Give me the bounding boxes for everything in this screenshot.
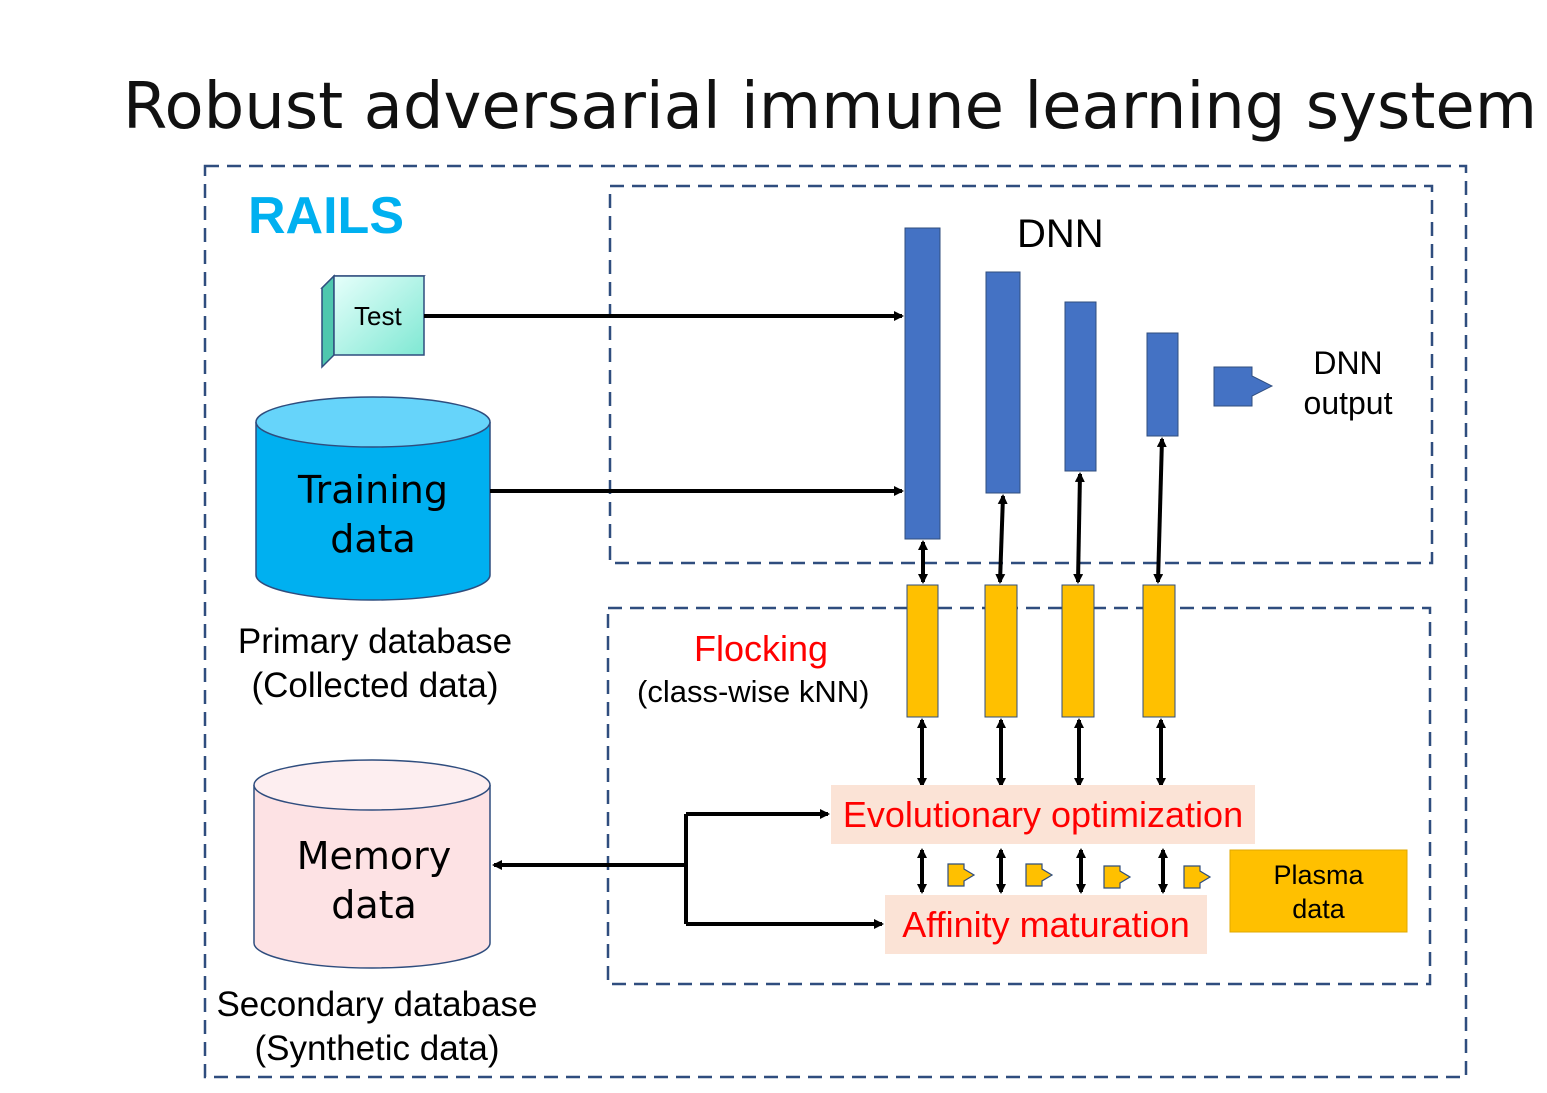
plasma-mini-arrow-3 xyxy=(1103,865,1132,889)
test-box xyxy=(320,274,426,369)
flocking-layer-1 xyxy=(906,584,939,718)
training-db-cylinder xyxy=(255,396,491,601)
dnn-layer-1 xyxy=(904,227,941,540)
dnn-layer-3 xyxy=(1064,301,1097,472)
affinity-label: Affinity maturation xyxy=(902,904,1190,945)
memory-db-line1: Memory xyxy=(296,834,452,878)
test-label: Test xyxy=(354,301,402,331)
plasma-mini-arrow-4 xyxy=(1183,865,1212,889)
memory-db-line2: data xyxy=(331,883,417,927)
plasma-mini-arrow-1 xyxy=(947,863,976,887)
arrow-dnn4-flock4 xyxy=(1153,437,1167,584)
evolutionary-label: Evolutionary optimization xyxy=(842,794,1244,835)
primary-db-line1: Primary database xyxy=(237,622,513,661)
training-db-line2: data xyxy=(330,517,416,561)
arrow-dnn3-flock3 xyxy=(1073,472,1085,584)
secondary-db-line2: (Synthetic data) xyxy=(254,1029,500,1068)
evolutionary-box: Evolutionary optimization xyxy=(831,785,1255,844)
memory-db-cylinder xyxy=(253,759,491,969)
secondary-db-line1: Secondary database xyxy=(216,985,538,1024)
rails-frame xyxy=(203,164,1468,1079)
arrow-dnn2-flock2 xyxy=(995,494,1008,584)
plasma-line2: data xyxy=(1292,894,1345,924)
affinity-box: Affinity maturation xyxy=(885,895,1207,954)
flocking-layer-3 xyxy=(1061,584,1095,718)
primary-db-line2: (Collected data) xyxy=(251,666,499,705)
flocking-layer-2 xyxy=(984,584,1018,718)
flocking-sublabel: (class-wise kNN) xyxy=(637,674,870,709)
rails-label: RAILS xyxy=(248,187,404,245)
dnn-layer-2 xyxy=(985,271,1021,494)
dnn-layer-4 xyxy=(1146,332,1179,437)
dnn-output-arrow xyxy=(1213,366,1274,407)
plasma-mini-arrow-2 xyxy=(1025,863,1054,887)
page-title: Robust adversarial immune learning syste… xyxy=(122,70,1538,144)
flocking-label: Flocking xyxy=(694,628,829,669)
dnn-output-line1: DNN xyxy=(1313,345,1383,381)
plasma-line1: Plasma xyxy=(1273,860,1364,890)
training-db-line1: Training xyxy=(298,468,448,512)
flocking-frame xyxy=(606,606,1432,986)
dnn-output-line2: output xyxy=(1303,385,1393,421)
dnn-label: DNN xyxy=(1017,212,1104,256)
dnn-frame xyxy=(608,184,1434,565)
plasma-box xyxy=(1229,849,1408,933)
flocking-layer-4 xyxy=(1142,584,1176,718)
